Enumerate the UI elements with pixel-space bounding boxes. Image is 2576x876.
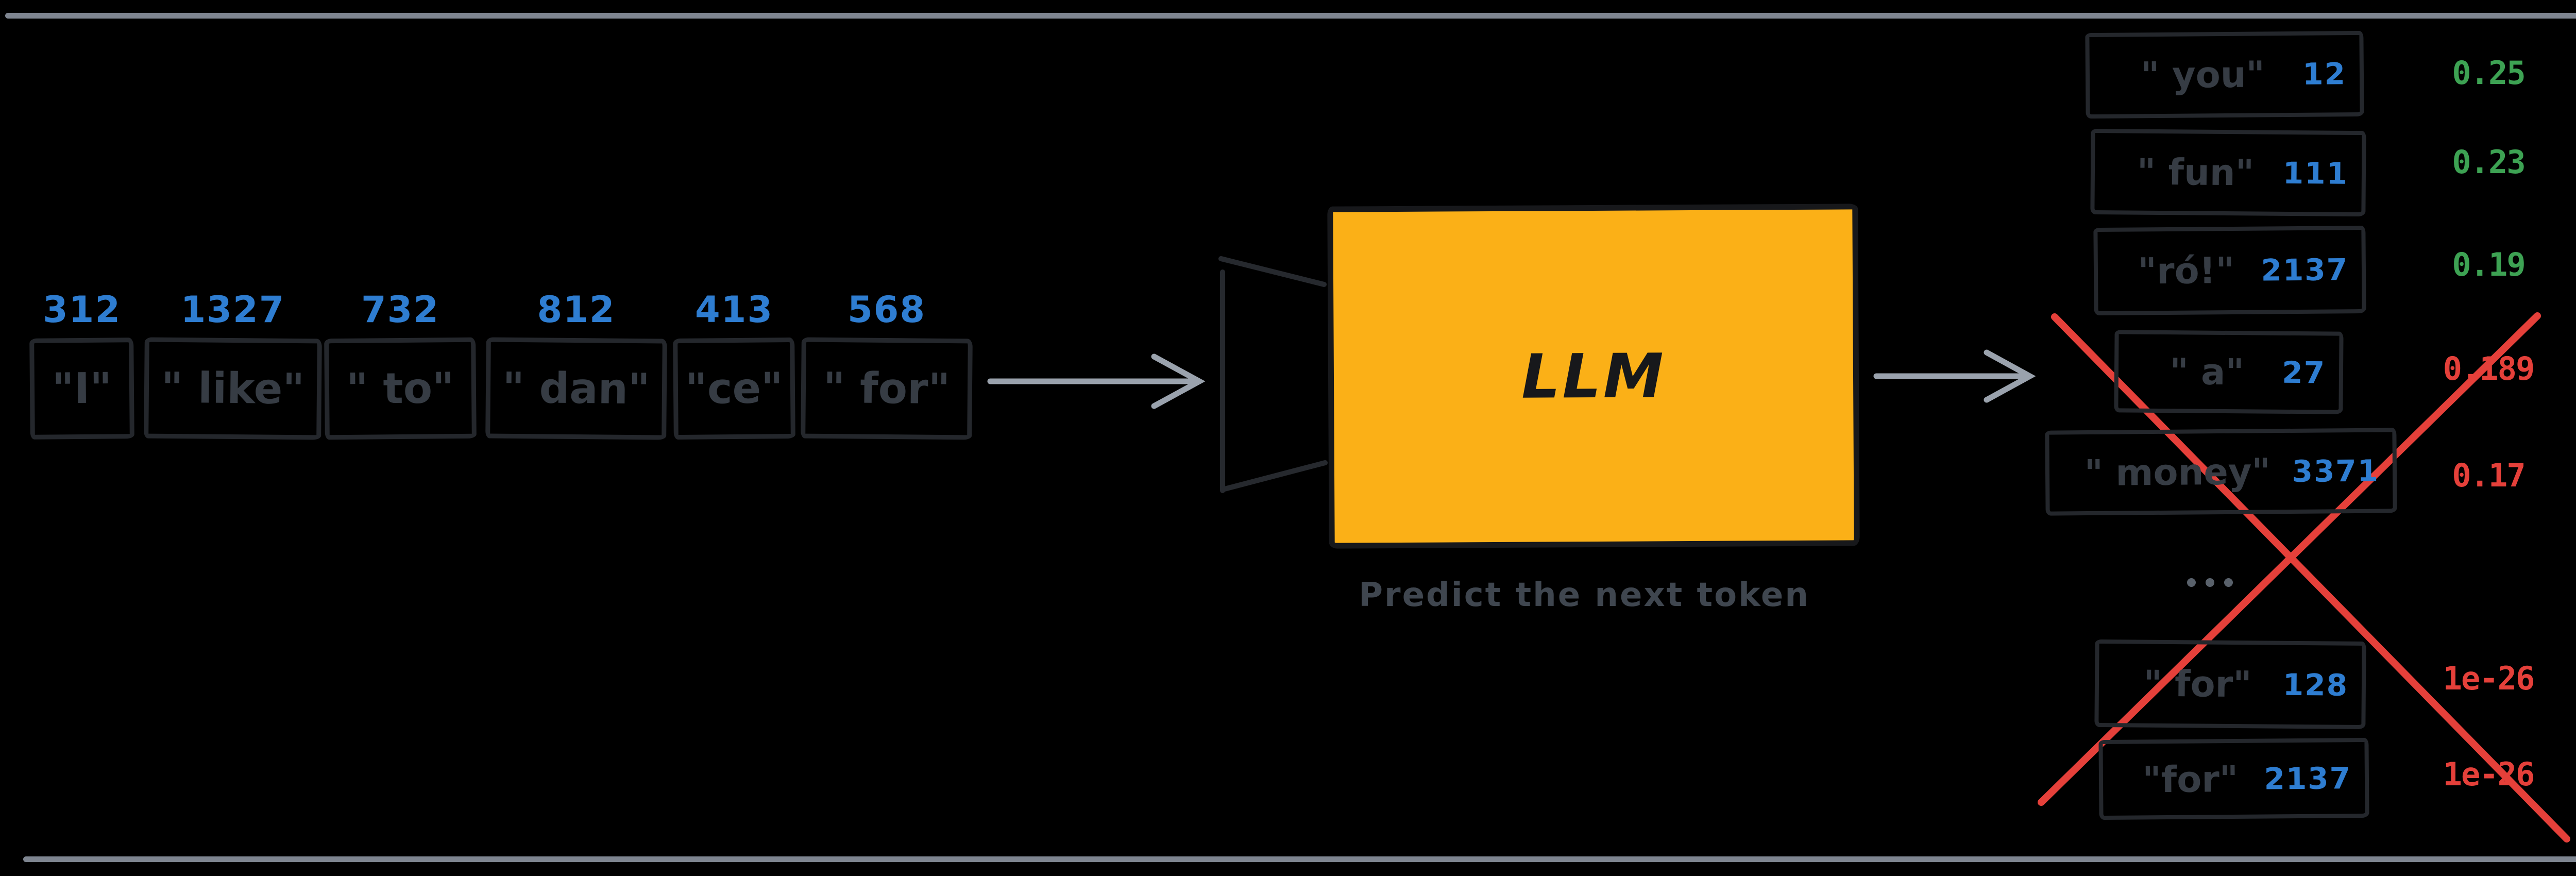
llm-label: LLM [1521,340,1666,412]
input-token-box: " for" [801,337,973,440]
candidate-token-id: 2137 [2261,252,2349,288]
candidate-token-text: " you" [2140,53,2265,97]
input-token-box: " dan" [485,337,667,440]
candidate-token-box: "ró!" 2137 [2093,225,2366,316]
candidate-probability: 1e-26 [2443,755,2535,793]
input-token-box: " to" [324,337,477,440]
ellipsis-dots [2187,578,2249,587]
input-token-id: 568 [847,289,926,331]
candidate-token-box: " you" 12 [2085,30,2364,119]
input-token-id: 413 [694,289,774,331]
candidate-token-box: " a" 27 [2114,330,2344,414]
candidate-probability: 0.25 [2452,54,2526,92]
input-token-id: 312 [42,289,122,331]
candidate-token-id: 12 [2302,56,2347,92]
candidate-token-text: "ró!" [2138,249,2235,293]
input-token-id: 732 [361,289,440,331]
candidate-token-box: " for" 128 [2094,639,2366,730]
llm-to-candidates-arrow [1873,349,2036,403]
input-to-llm-arrow [987,353,1206,409]
input-token-id: 812 [537,289,616,331]
candidate-token-text: " fun" [2137,150,2255,194]
input-token-id: 1327 [180,289,285,331]
candidate-token-text: " money" [2084,450,2271,494]
ellipsis-dot [2206,578,2214,587]
llm-caption: Predict the next token [1359,576,1810,614]
candidate-token-text: "for" [2142,757,2239,801]
candidate-probability: 1e-26 [2443,660,2535,697]
candidate-probability: 0.23 [2452,143,2526,181]
candidate-token-id: 27 [2282,355,2326,391]
top-divider-line [5,13,2576,19]
candidate-token-box: " fun" 111 [2090,128,2366,217]
input-token-box: "I" [29,338,134,440]
bottom-divider-line [23,856,2576,862]
candidate-probability: 0.17 [2452,457,2526,494]
llm-box: LLM [1327,204,1860,549]
input-token-box: "ce" [673,337,795,440]
candidate-token-box: " money" 3371 [2045,428,2397,516]
candidate-token-text: " for" [2143,662,2252,706]
ellipsis-dot [2187,578,2196,587]
candidate-probability: 0.19 [2452,246,2526,283]
ellipsis-dot [2224,578,2233,587]
candidate-token-text: " a" [2170,350,2245,394]
funnel-shape [1218,256,1328,493]
candidate-token-id: 128 [2282,667,2349,703]
candidate-token-id: 111 [2282,155,2349,191]
candidate-token-id: 3371 [2292,453,2380,489]
candidate-token-id: 2137 [2264,760,2352,797]
candidate-token-box: "for" 2137 [2098,737,2369,820]
candidate-probability: 0.189 [2443,350,2535,388]
input-token-box: " like" [144,337,322,440]
